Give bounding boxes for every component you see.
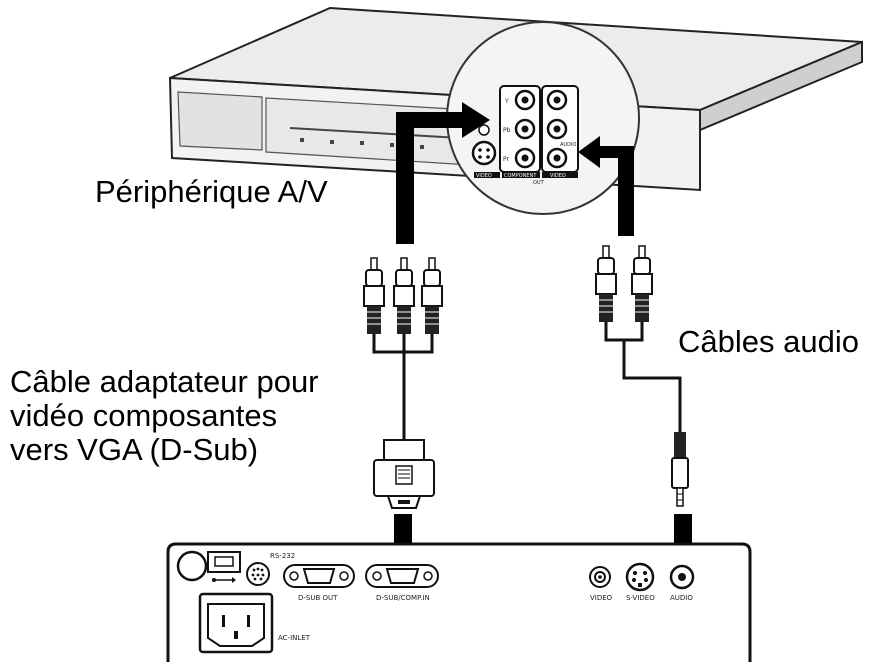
svideo-jack [471,140,497,166]
component-jack-pb [514,118,536,140]
component-jack-pr [514,147,536,169]
svideo-label: VIDEO [476,173,492,179]
audio-in-label: AUDIO [670,594,693,602]
lock-hole [176,550,208,582]
row-label-y: Y [504,98,509,105]
component-label: COMPONENT [504,173,537,179]
row-label-pr: Pr [503,156,510,163]
arrow-audio-to-av [578,136,634,236]
video-in-label: VIDEO [590,594,613,602]
audio-cables-label: Câbles audio [678,324,859,359]
s-video-in-label: S-VIDEO [626,594,655,602]
component-jack-y [514,89,536,111]
rs232-label: RS-232 [270,552,295,560]
projector-back-panel: RS-232 D-SUB OUT D-SUB/COMP.IN AC-INLET [166,542,752,662]
adapter-cable-label-line1: Câble adaptateur pour [10,364,319,399]
video-jack [546,147,568,169]
video-in-jack [589,566,611,588]
rca-audio-plugs [595,245,682,432]
dsub-comp-in-label: D-SUB/COMP.IN [376,594,430,602]
ac-inlet-socket [198,592,274,654]
ac-inlet-label: AC-INLET [278,634,311,642]
av-output-panel-zoom: Y Pb Pr AUDIO VIDEO COMPONEN [446,21,640,215]
dsub-out-port [283,564,355,588]
out-label: OUT [533,180,545,186]
arrow-component-to-av [396,102,490,244]
adapter-cable-label-line3: vers VGA (D-Sub) [10,432,259,467]
rca-component-plugs [363,257,443,442]
dsub-out-label: D-SUB OUT [298,594,338,602]
av-device-label: Périphérique A/V [95,174,328,209]
audio-jack-left [546,89,568,111]
mini-jack-plug [671,432,689,507]
adapter-cable-label-line2: vidéo composantes [10,398,278,433]
audio-section-label: AUDIO [560,142,576,148]
video-label: VIDEO [550,173,566,179]
s-video-in-jack [625,562,655,592]
rs232-port [246,562,270,586]
row-label-pb: Pb [503,127,511,134]
usb-icon [212,577,236,583]
audio-jack-right [546,118,568,140]
audio-in-jack [669,564,695,590]
vga-dsub-plug [373,439,435,509]
dsub-comp-in-port [365,564,439,588]
